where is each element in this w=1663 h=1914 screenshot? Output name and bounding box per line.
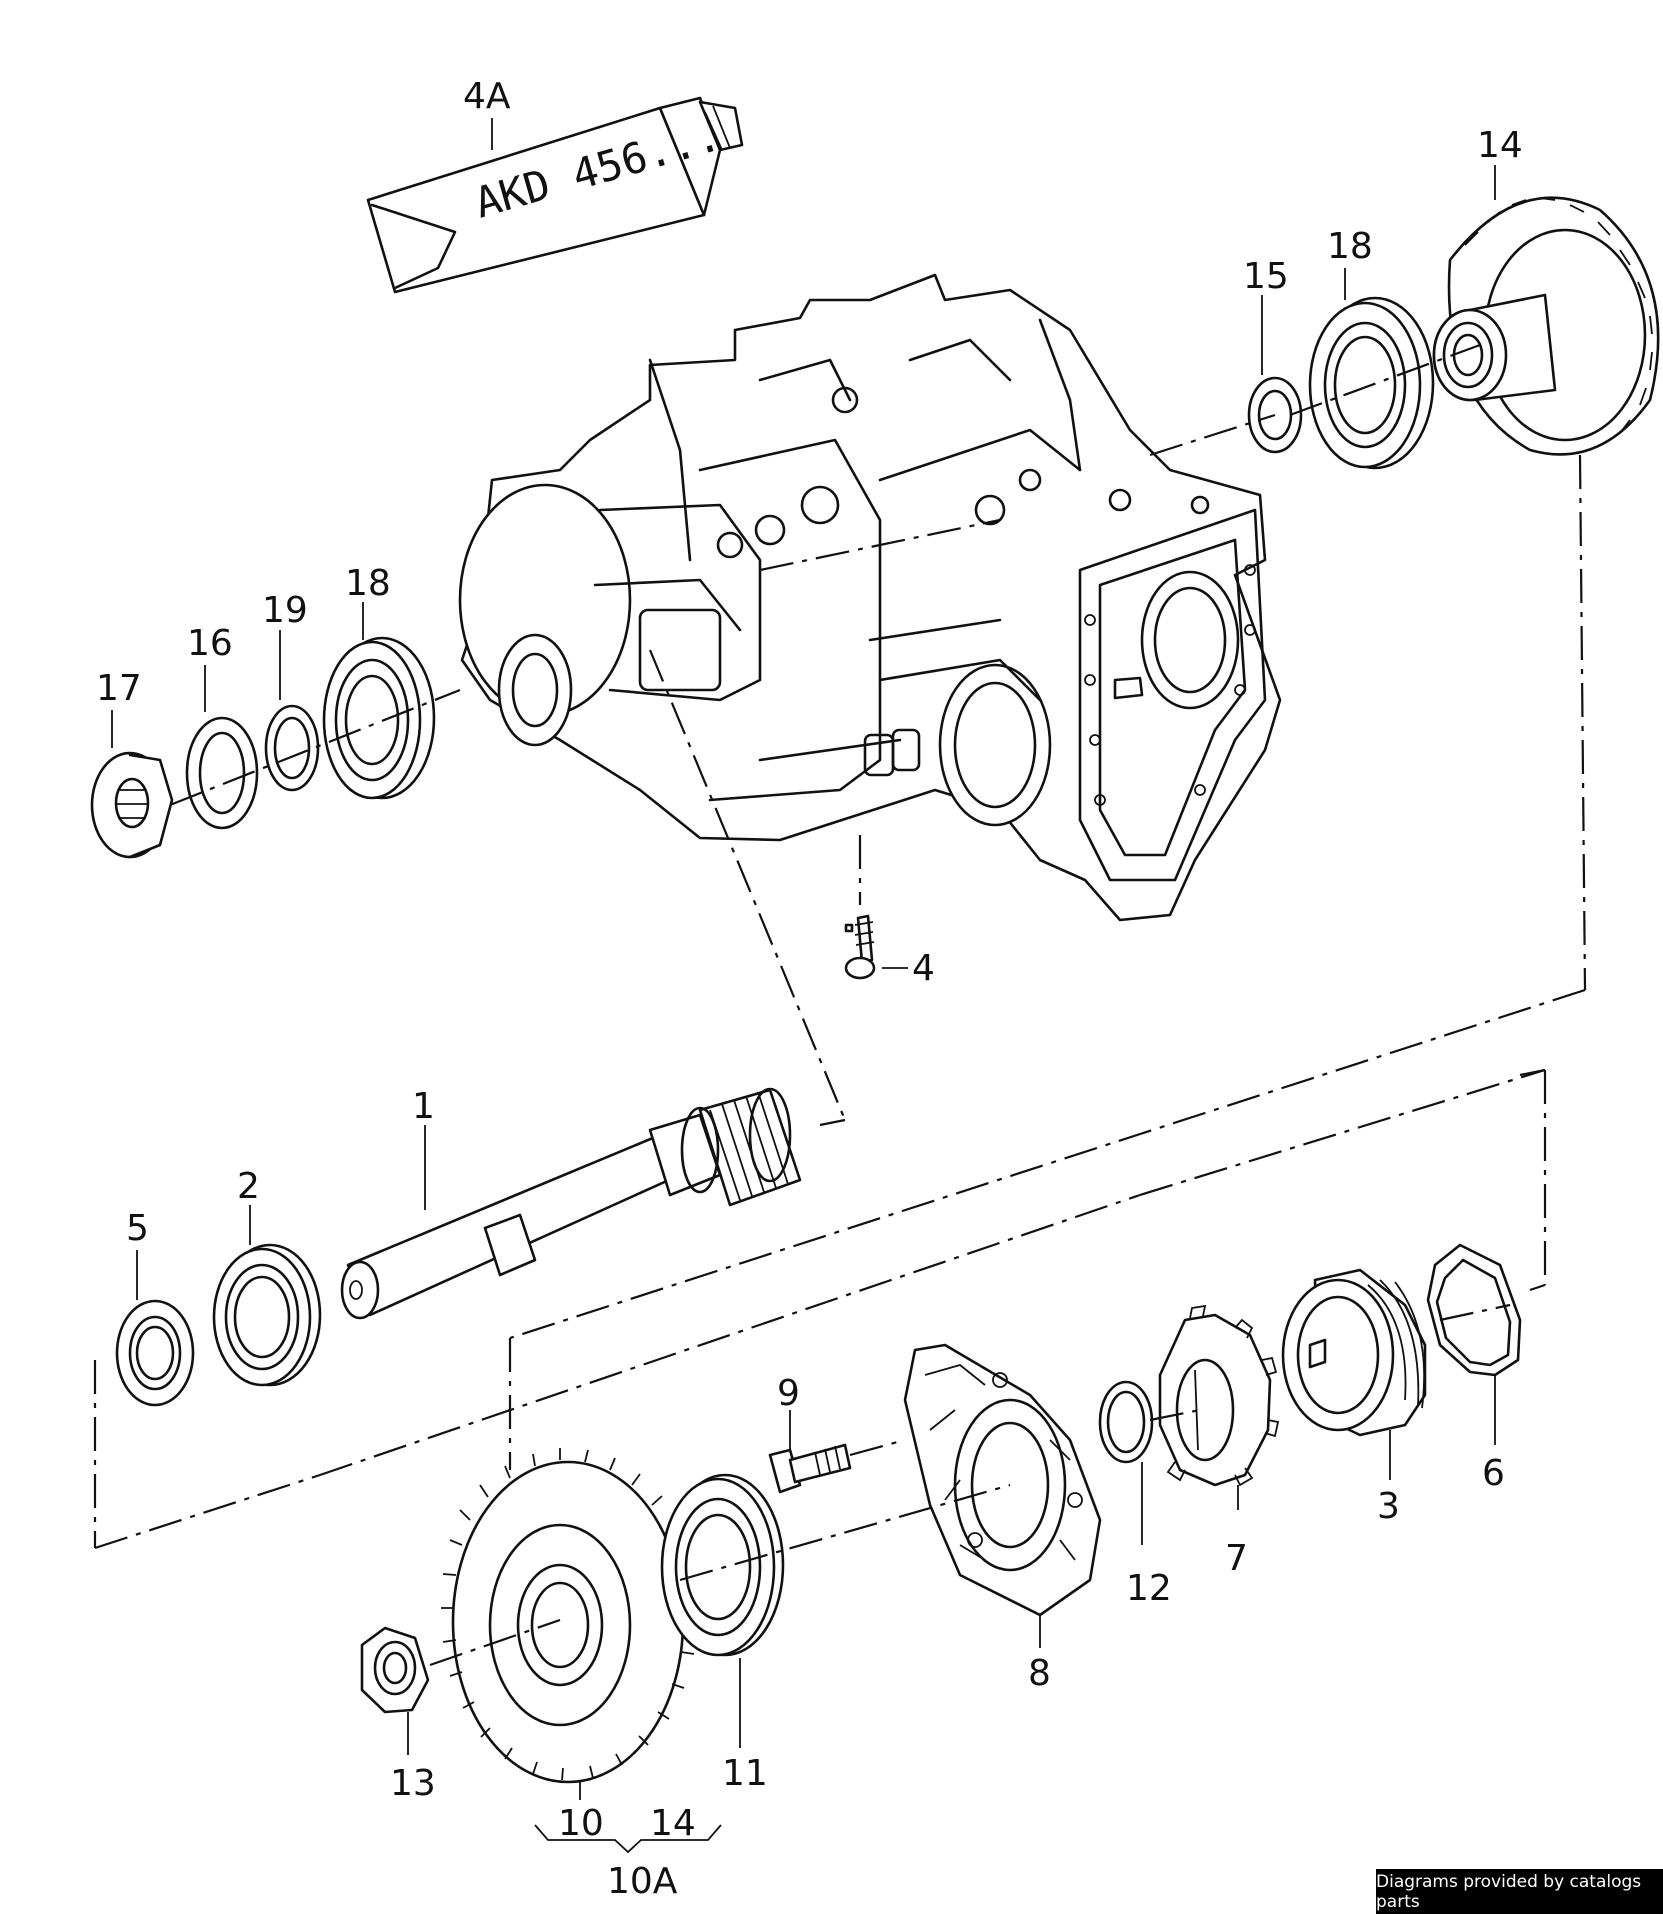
label-16: 16 xyxy=(187,623,233,664)
label-13: 13 xyxy=(390,1763,436,1804)
sleeve-3 xyxy=(1281,1268,1427,1437)
label-9: 9 xyxy=(777,1373,800,1414)
assembly-lines xyxy=(93,343,1587,1667)
gear-14-top xyxy=(1432,196,1660,456)
credit-banner: Diagrams provided by catalogs parts xyxy=(1376,1869,1663,1914)
leader-lines xyxy=(111,118,1496,1854)
label-3: 3 xyxy=(1377,1486,1400,1527)
gasket-6 xyxy=(1426,1243,1522,1377)
sealant-tube: AKD 456... xyxy=(366,96,744,294)
bearing-2 xyxy=(212,1243,322,1387)
label-15: 15 xyxy=(1243,256,1289,297)
label-2: 2 xyxy=(237,1166,260,1207)
collar-7 xyxy=(1158,1304,1280,1487)
bearing-11 xyxy=(660,1473,785,1657)
nut-13 xyxy=(360,1626,430,1714)
screw-4 xyxy=(844,914,876,980)
label-18-left: 18 xyxy=(345,563,391,604)
label-11: 11 xyxy=(722,1753,768,1794)
label-8: 8 xyxy=(1028,1653,1051,1694)
label-19: 19 xyxy=(262,590,308,631)
label-10a: 10A xyxy=(607,1861,678,1902)
label-1: 1 xyxy=(412,1086,435,1127)
label-17: 17 xyxy=(96,668,142,709)
bearing-18-left xyxy=(322,636,436,800)
label-18-right: 18 xyxy=(1327,226,1373,267)
cap-17 xyxy=(90,751,174,859)
shim-19 xyxy=(264,704,320,792)
oring-12 xyxy=(1098,1380,1154,1464)
bolt-9 xyxy=(768,1443,852,1494)
input-shaft-1 xyxy=(340,1087,802,1320)
label-7: 7 xyxy=(1225,1538,1248,1579)
label-10: 10 xyxy=(558,1803,604,1844)
label-4: 4 xyxy=(912,948,935,989)
gear-10 xyxy=(441,1448,697,1784)
bearing-plate-8 xyxy=(903,1343,1102,1617)
washer-16 xyxy=(185,716,259,830)
label-12: 12 xyxy=(1126,1568,1172,1609)
label-5: 5 xyxy=(126,1208,149,1249)
bearing-5 xyxy=(115,1299,195,1407)
label-14-top: 14 xyxy=(1477,125,1523,166)
label-4a: 4A xyxy=(463,76,511,117)
label-14-group: 14 xyxy=(650,1803,696,1844)
bearing-18-right xyxy=(1308,296,1435,470)
label-6: 6 xyxy=(1482,1453,1505,1494)
part-labels: 4A 14 18 15 18 19 16 17 4 1 2 5 9 6 3 7 … xyxy=(96,76,1523,1902)
gearbox-housing xyxy=(458,273,1282,922)
